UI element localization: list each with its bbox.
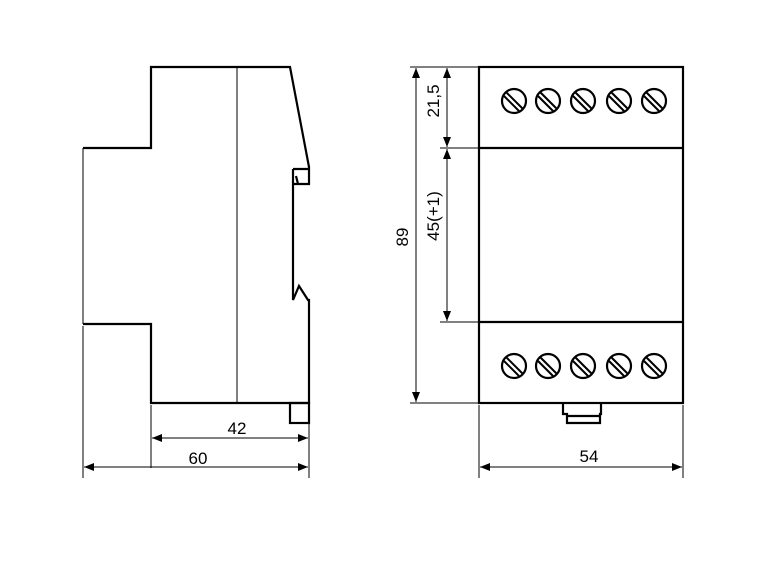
dimension-label-21-5: 21,5	[424, 84, 443, 117]
terminal-screw-icon	[640, 352, 668, 380]
dimension-label-45: 45(+1)	[424, 191, 443, 241]
dimension-label-89: 89	[393, 228, 412, 247]
terminal-screw-icon	[500, 87, 528, 115]
terminal-screw-icon	[605, 352, 633, 380]
terminal-screw-icon	[500, 352, 528, 380]
front-din-clip	[561, 403, 603, 425]
terminal-row-bottom	[500, 352, 668, 380]
dimension-label-54: 54	[580, 447, 599, 466]
front-view: 89 21,5 45(+1) 54	[393, 65, 685, 478]
side-view: 42 60	[82, 65, 311, 478]
side-clip-top	[293, 167, 309, 185]
terminal-screw-icon	[605, 87, 633, 115]
side-din-clip	[288, 401, 311, 425]
dimension-label-60: 60	[189, 449, 208, 468]
side-outline	[83, 65, 311, 405]
front-outline	[477, 65, 685, 405]
terminal-screw-icon	[640, 87, 668, 115]
dimension-label-42: 42	[228, 419, 247, 438]
terminal-screw-icon	[569, 87, 597, 115]
terminal-screw-icon	[569, 352, 597, 380]
terminal-row-top	[500, 87, 668, 115]
terminal-screw-icon	[534, 352, 562, 380]
terminal-screw-icon	[534, 87, 562, 115]
